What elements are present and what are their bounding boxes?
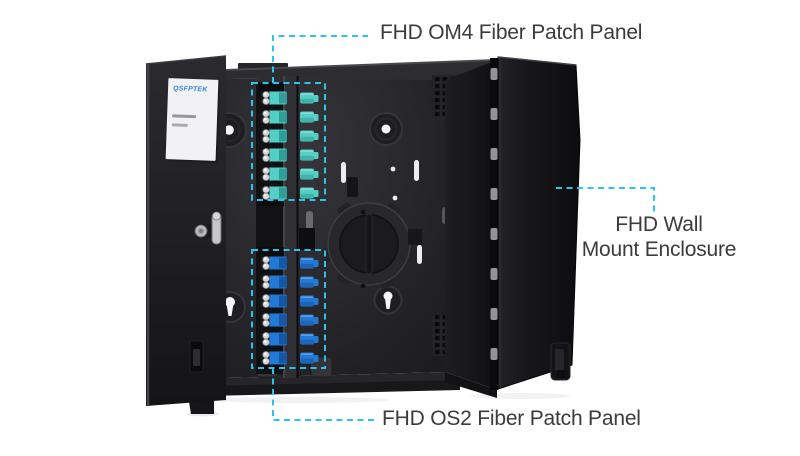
wall-toggle-latch xyxy=(194,211,222,245)
enclosure-callout-line xyxy=(556,187,655,213)
om4-panel-outline xyxy=(251,82,326,201)
annotation-enclosure-label: FHD Wall Mount Enclosure xyxy=(580,212,738,262)
om4-patch-panel-ports xyxy=(260,91,319,200)
keyhole-bottom-right xyxy=(373,285,403,315)
wall-mount-enclosure xyxy=(145,55,581,414)
label-text-bar xyxy=(172,114,197,118)
os2-panel-outline xyxy=(251,249,326,369)
enclosure-door xyxy=(497,56,581,390)
annotation-om4-label: FHD OM4 Fiber Patch Panel xyxy=(380,21,643,44)
label-text-bar xyxy=(171,123,188,127)
annotation-enclosure-line2: Mount Enclosure xyxy=(581,238,737,261)
latch-keeper-slot xyxy=(189,340,204,373)
enclosure-backplate xyxy=(211,75,455,378)
cable-clips xyxy=(299,177,422,250)
annotation-lines xyxy=(251,35,655,421)
os2-callout-line xyxy=(272,368,376,421)
os2-patch-panel-ports xyxy=(260,256,319,365)
annotation-os2-label: FHD OS2 Fiber Patch Panel xyxy=(382,407,641,430)
fiber-spool xyxy=(322,202,416,289)
enclosure-right-wall xyxy=(445,60,497,390)
annotation-enclosure-line1: FHD Wall xyxy=(615,213,703,236)
mount-hole-top-right xyxy=(369,112,403,146)
om4-callout-line xyxy=(272,35,368,83)
brand-label: QSFPTEK xyxy=(165,78,219,161)
door-latch xyxy=(550,342,571,381)
brand-logo: QSFPTEK xyxy=(172,85,208,94)
door-hinge xyxy=(490,58,498,390)
